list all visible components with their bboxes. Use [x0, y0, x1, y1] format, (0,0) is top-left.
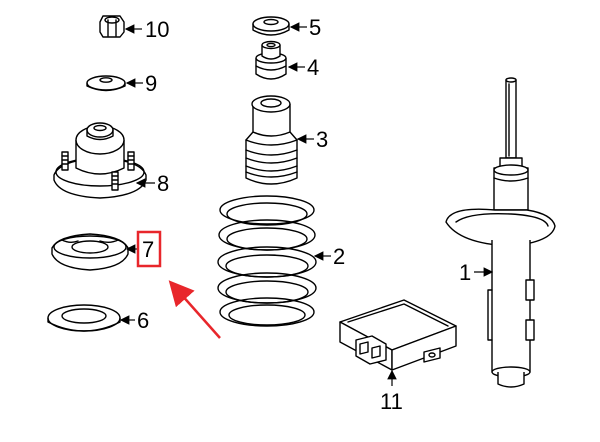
- part-5-stop-cap[interactable]: [252, 16, 290, 36]
- part-4-bump-stop[interactable]: [255, 40, 287, 80]
- callout-7: 7: [142, 237, 154, 262]
- part-1-strut[interactable]: [445, 77, 556, 388]
- leader-lines: [119, 22, 494, 386]
- callout-5: 5: [309, 15, 321, 40]
- callout-3: 3: [316, 127, 328, 152]
- callout-6: 6: [137, 308, 149, 333]
- callout-10: 10: [145, 17, 169, 42]
- part-6-lower-seat[interactable]: [47, 304, 121, 332]
- callout-9: 9: [145, 71, 157, 96]
- callout-4: 4: [307, 55, 319, 80]
- highlight-arrow: [168, 280, 221, 339]
- part-8-strut-mount[interactable]: [53, 122, 147, 199]
- part-7-spring-seat[interactable]: [51, 233, 129, 271]
- callout-11: 11: [380, 389, 403, 414]
- part-9-washer[interactable]: [86, 75, 126, 92]
- part-11-control-module[interactable]: [339, 299, 457, 371]
- part-10-nut[interactable]: [99, 15, 125, 38]
- part-2-coil-spring[interactable]: [217, 195, 317, 327]
- callout-1: 1: [459, 260, 471, 285]
- callout-labels: 10 9 8 7 6 5 4 3 2 1 11: [137, 15, 471, 414]
- highlight-box: [136, 230, 162, 268]
- callout-2: 2: [333, 244, 345, 269]
- part-3-dust-boot[interactable]: [245, 95, 298, 185]
- callout-8: 8: [157, 171, 169, 196]
